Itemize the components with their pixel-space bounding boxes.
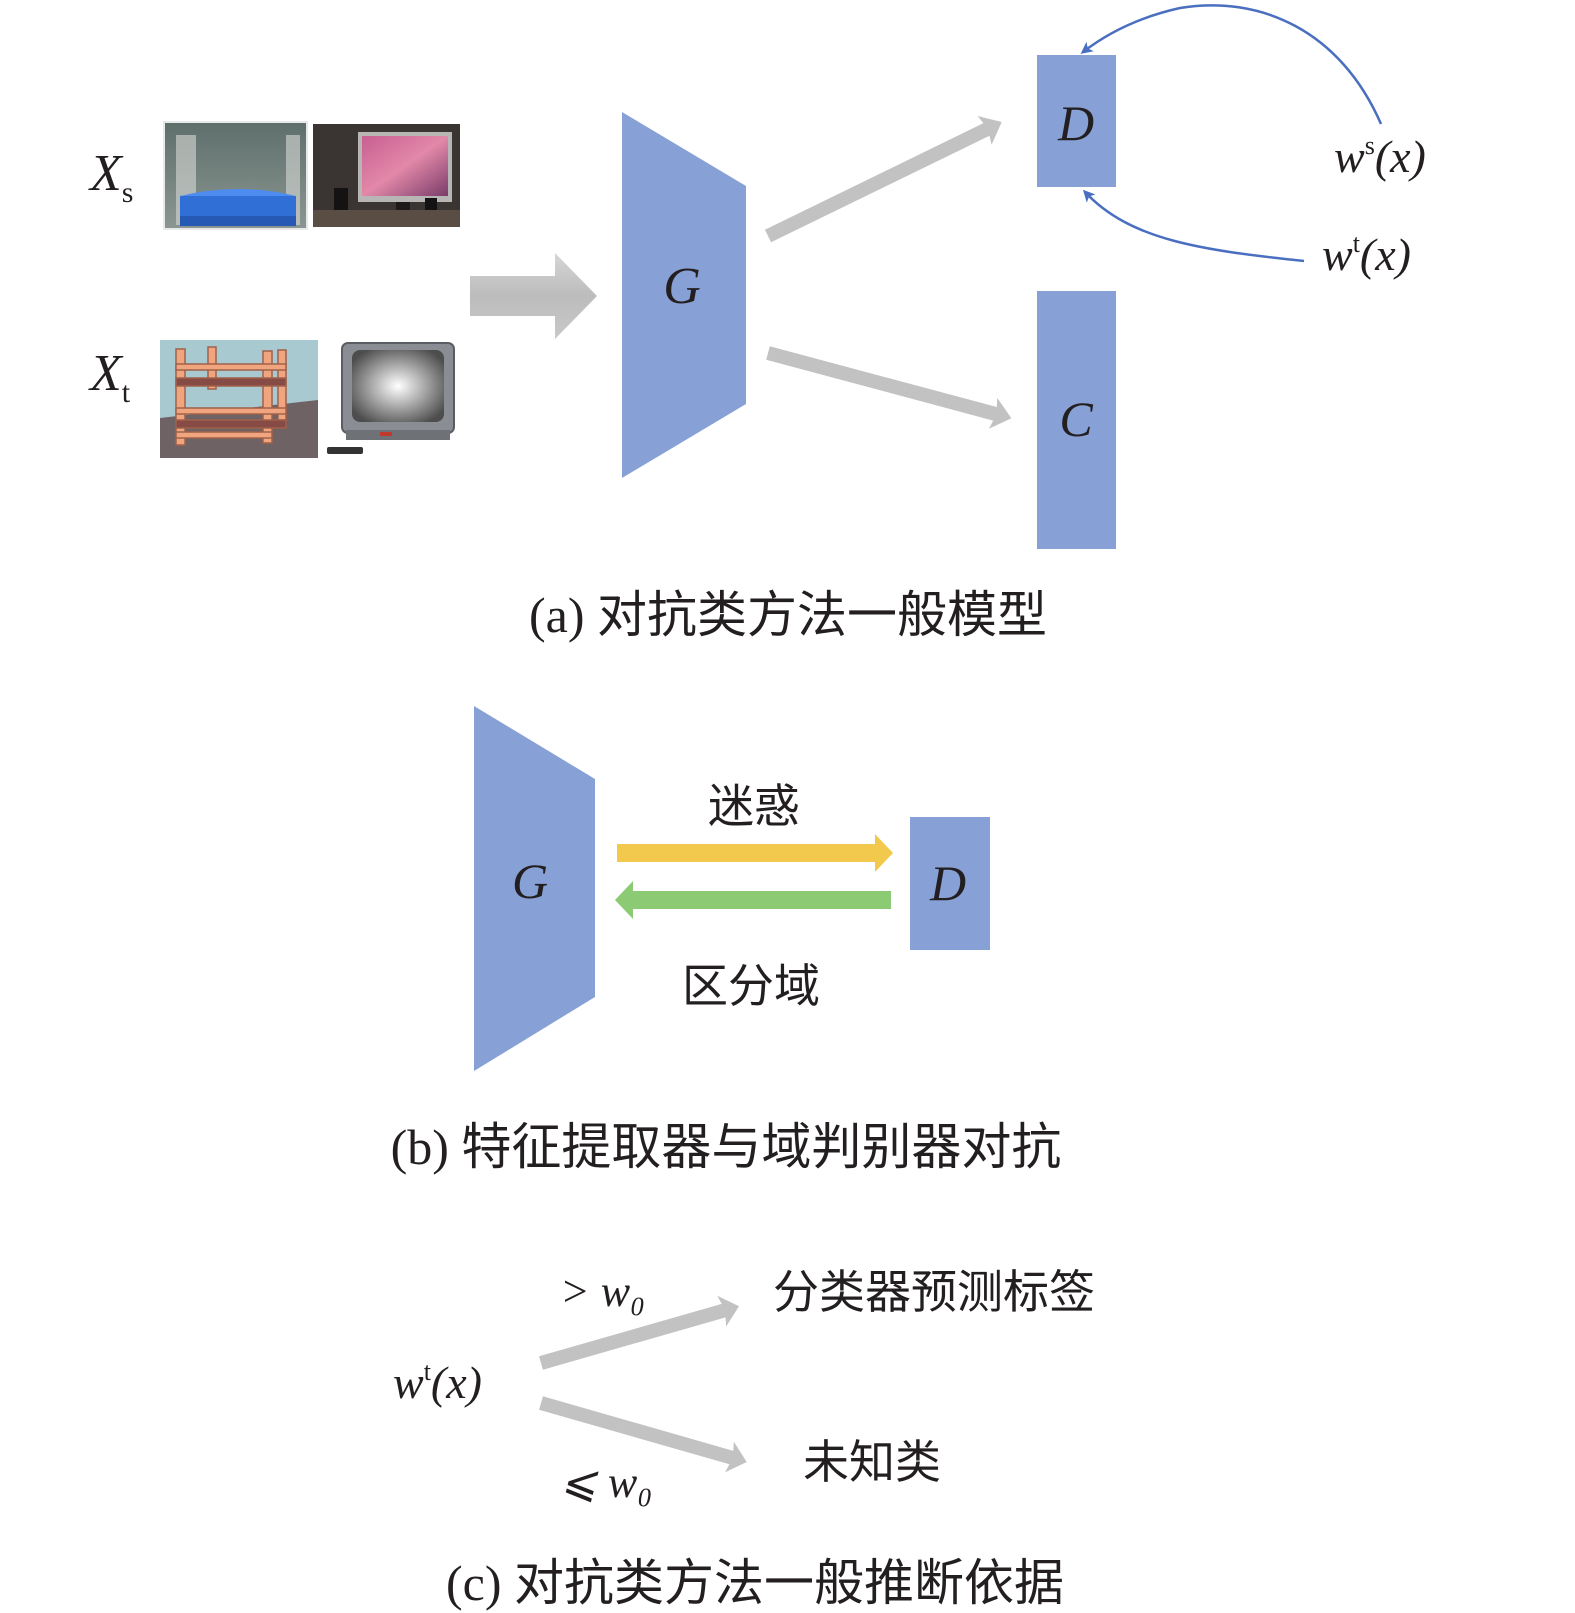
distinguish-label: 区分域 bbox=[682, 959, 820, 1013]
confuse-arrow bbox=[617, 834, 893, 872]
panel-b: G D 迷惑 区分域 (b) 特征提取器与域判别器对抗 bbox=[391, 706, 1062, 1175]
crt-tv-drawing bbox=[327, 342, 455, 454]
bunk-bed-drawing bbox=[160, 340, 318, 458]
source-domain-label: Xs bbox=[88, 145, 133, 209]
target-weight-label: wt(x) bbox=[1322, 229, 1411, 280]
panel-a: Xs Xt bbox=[88, 4, 1426, 643]
discriminator-block bbox=[1037, 55, 1116, 187]
generator-label-b: G bbox=[512, 853, 548, 909]
discriminator-label: D bbox=[1057, 95, 1094, 151]
confuse-label: 迷惑 bbox=[708, 779, 800, 833]
lower-result-label: 未知类 bbox=[803, 1435, 941, 1489]
upper-condition-label: > w₀ bbox=[560, 1267, 645, 1316]
discriminator-label-b: D bbox=[929, 855, 966, 911]
input-arrow bbox=[470, 253, 597, 339]
generator-block bbox=[622, 112, 746, 478]
classifier-label: C bbox=[1059, 391, 1093, 447]
weight-label-c: wt(x) bbox=[393, 1357, 482, 1408]
lower-condition-label: ⩽ w₀ bbox=[560, 1458, 653, 1507]
classifier-block bbox=[1037, 291, 1116, 549]
generator-label: G bbox=[663, 258, 701, 315]
upper-decision-arrow bbox=[539, 1295, 740, 1370]
generator-block-b bbox=[474, 706, 595, 1071]
upper-result-label: 分类器预测标签 bbox=[773, 1265, 1095, 1319]
caption-b: (b) 特征提取器与域判别器对抗 bbox=[391, 1119, 1062, 1175]
caption-a: (a) 对抗类方法一般模型 bbox=[529, 587, 1047, 643]
monitor-photo bbox=[313, 124, 460, 227]
distinguish-arrow bbox=[615, 881, 891, 919]
source-weight-curve bbox=[1080, 4, 1383, 125]
discriminator-block-b bbox=[910, 817, 990, 950]
panel-c: wt(x) > w₀ ⩽ w₀ 分类器预测标签 未知类 (c) 对抗类方法一般推… bbox=[393, 1265, 1095, 1611]
bed-photo bbox=[163, 121, 308, 230]
arrow-to-classifier bbox=[766, 346, 1012, 429]
source-weight-label: ws(x) bbox=[1334, 131, 1426, 182]
arrow-to-discriminator bbox=[764, 115, 1002, 243]
target-weight-curve bbox=[1082, 189, 1305, 263]
target-domain-label: Xt bbox=[88, 345, 131, 409]
lower-decision-arrow bbox=[539, 1396, 747, 1473]
caption-c: (c) 对抗类方法一般推断依据 bbox=[446, 1555, 1064, 1611]
